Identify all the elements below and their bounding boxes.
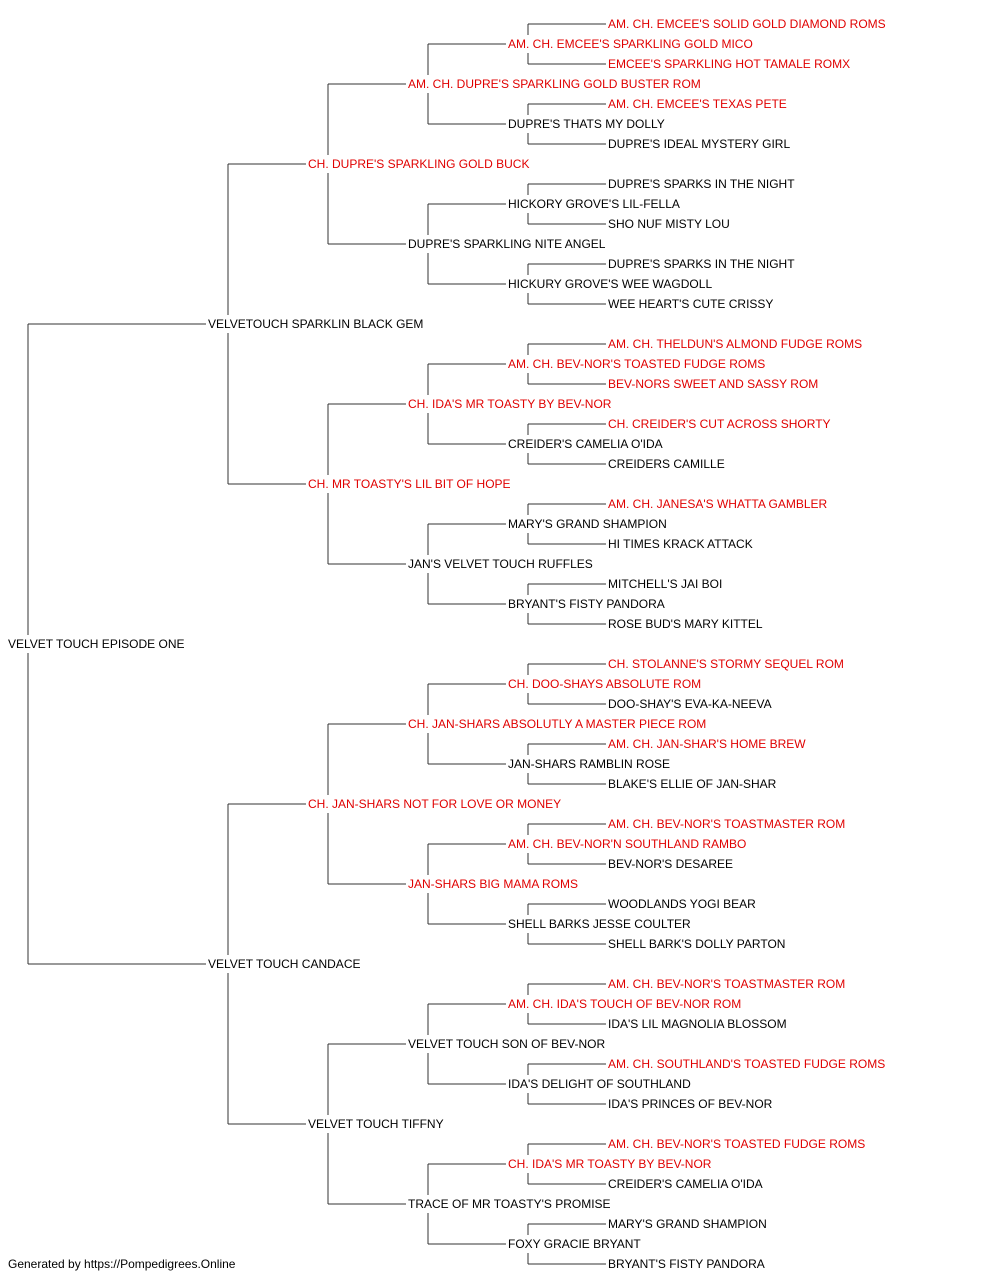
dam-name-gen2: VELVET TOUCH TIFFNY <box>308 1117 444 1131</box>
sire-name-gen5: AM. CH. EMCEE'S SOLID GOLD DIAMOND ROMS <box>608 17 886 31</box>
sire-name-gen3: VELVET TOUCH SON OF BEV-NOR <box>408 1037 606 1051</box>
sire-name-gen5: AM. CH. BEV-NOR'S TOASTED FUDGE ROMS <box>608 1137 866 1151</box>
sire-name-gen5: AM. CH. JAN-SHAR'S HOME BREW <box>608 737 806 751</box>
dam-name-gen5: DOO-SHAY'S EVA-KA-NEEVA <box>608 697 772 711</box>
sire-name-gen4: MARY'S GRAND SHAMPION <box>508 517 667 531</box>
subject-dog-name: VELVET TOUCH EPISODE ONE <box>8 637 185 651</box>
dam-name-gen5: SHELL BARK'S DOLLY PARTON <box>608 937 786 951</box>
sire-name-gen1: VELVETOUCH SPARKLIN BLACK GEM <box>208 317 424 331</box>
sire-name-gen4: CH. DOO-SHAYS ABSOLUTE ROM <box>508 677 702 691</box>
sire-name-gen2: CH. JAN-SHARS NOT FOR LOVE OR MONEY <box>308 797 562 811</box>
sire-name-gen4: HICKORY GROVE'S LIL-FELLA <box>508 197 680 211</box>
dam-name-gen3: JAN'S VELVET TOUCH RUFFLES <box>408 557 593 571</box>
dam-name-gen4: CREIDER'S CAMELIA O'IDA <box>508 437 663 451</box>
dam-name-gen1: VELVET TOUCH CANDACE <box>208 957 361 971</box>
sire-name-gen5: AM. CH. BEV-NOR'S TOASTMASTER ROM <box>608 977 846 991</box>
sire-name-gen4: AM. CH. BEV-NOR'S TOASTED FUDGE ROMS <box>508 357 766 371</box>
sire-name-gen4: AM. CH. IDA'S TOUCH OF BEV-NOR ROM <box>508 997 742 1011</box>
sire-name-gen5: AM. CH. JANESA'S WHATTA GAMBLER <box>608 497 828 511</box>
dam-name-gen5: HI TIMES KRACK ATTACK <box>608 537 753 551</box>
dam-name-gen3: DUPRE'S SPARKLING NITE ANGEL <box>408 237 606 251</box>
dam-name-gen4: IDA'S DELIGHT OF SOUTHLAND <box>508 1077 691 1091</box>
dam-name-gen5: BRYANT'S FISTY PANDORA <box>608 1257 765 1271</box>
dam-name-gen4: JAN-SHARS RAMBLIN ROSE <box>508 757 671 771</box>
generated-by-footer: Generated by https://Pompedigrees.Online <box>8 1257 236 1271</box>
sire-name-gen5: AM. CH. EMCEE'S TEXAS PETE <box>608 97 787 111</box>
dam-name-gen5: DUPRE'S IDEAL MYSTERY GIRL <box>608 137 791 151</box>
dam-name-gen5: EMCEE'S SPARKLING HOT TAMALE ROMX <box>608 57 851 71</box>
sire-name-gen4: AM. CH. EMCEE'S SPARKLING GOLD MICO <box>508 37 753 51</box>
dam-name-gen4: DUPRE'S THATS MY DOLLY <box>508 117 665 131</box>
sire-name-gen5: AM. CH. SOUTHLAND'S TOASTED FUDGE ROMS <box>608 1057 886 1071</box>
dam-name-gen4: SHELL BARKS JESSE COULTER <box>508 917 691 931</box>
dam-name-gen3: TRACE OF MR TOASTY'S PROMISE <box>408 1197 611 1211</box>
sire-name-gen3: CH. IDA'S MR TOASTY BY BEV-NOR <box>408 397 612 411</box>
sire-name-gen5: AM. CH. THELDUN'S ALMOND FUDGE ROMS <box>608 337 863 351</box>
sire-name-gen5: CH. STOLANNE'S STORMY SEQUEL ROM <box>608 657 844 671</box>
dam-name-gen4: FOXY GRACIE BRYANT <box>508 1237 641 1251</box>
sire-name-gen3: AM. CH. DUPRE'S SPARKLING GOLD BUSTER RO… <box>408 77 701 91</box>
dam-name-gen3: JAN-SHARS BIG MAMA ROMS <box>408 877 579 891</box>
dam-name-gen4: HICKURY GROVE'S WEE WAGDOLL <box>508 277 713 291</box>
dam-name-gen5: SHO NUF MISTY LOU <box>608 217 730 231</box>
dam-name-gen5: IDA'S LIL MAGNOLIA BLOSSOM <box>608 1017 787 1031</box>
dam-name-gen2: CH. MR TOASTY'S LIL BIT OF HOPE <box>308 477 511 491</box>
dam-name-gen5: CREIDER'S CAMELIA O'IDA <box>608 1177 763 1191</box>
sire-name-gen4: CH. IDA'S MR TOASTY BY BEV-NOR <box>508 1157 712 1171</box>
sire-name-gen5: AM. CH. BEV-NOR'S TOASTMASTER ROM <box>608 817 846 831</box>
sire-name-gen5: CH. CREIDER'S CUT ACROSS SHORTY <box>608 417 831 431</box>
dam-name-gen5: ROSE BUD'S MARY KITTEL <box>608 617 763 631</box>
sire-name-gen2: CH. DUPRE'S SPARKLING GOLD BUCK <box>308 157 530 171</box>
dam-name-gen4: BRYANT'S FISTY PANDORA <box>508 597 665 611</box>
dam-name-gen5: IDA'S PRINCES OF BEV-NOR <box>608 1097 773 1111</box>
dam-name-gen5: CREIDERS CAMILLE <box>608 457 725 471</box>
dam-name-gen5: BEV-NORS SWEET AND SASSY ROM <box>608 377 819 391</box>
sire-name-gen4: AM. CH. BEV-NOR'N SOUTHLAND RAMBO <box>508 837 747 851</box>
dam-name-gen5: BLAKE'S ELLIE OF JAN-SHAR <box>608 777 777 791</box>
sire-name-gen5: WOODLANDS YOGI BEAR <box>608 897 756 911</box>
sire-name-gen3: CH. JAN-SHARS ABSOLUTLY A MASTER PIECE R… <box>408 717 707 731</box>
sire-name-gen5: DUPRE'S SPARKS IN THE NIGHT <box>608 177 795 191</box>
dam-name-gen5: BEV-NOR'S DESAREE <box>608 857 733 871</box>
sire-name-gen5: MITCHELL'S JAI BOI <box>608 577 723 591</box>
sire-name-gen5: DUPRE'S SPARKS IN THE NIGHT <box>608 257 795 271</box>
sire-name-gen5: MARY'S GRAND SHAMPION <box>608 1217 767 1231</box>
dam-name-gen5: WEE HEART'S CUTE CRISSY <box>608 297 774 311</box>
